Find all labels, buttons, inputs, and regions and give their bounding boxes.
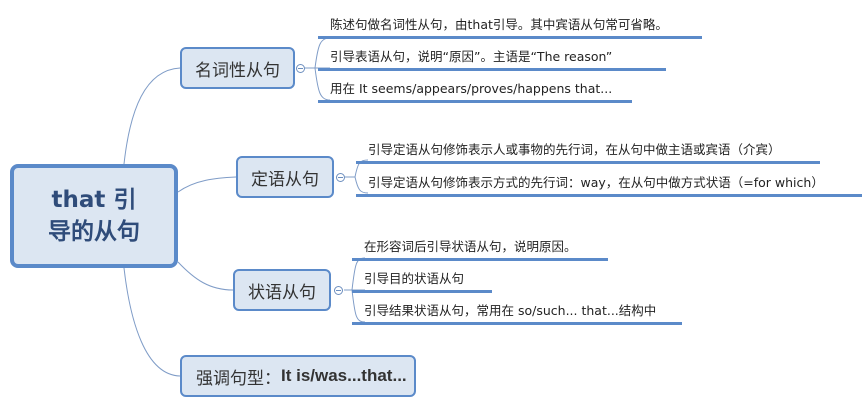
- topic-adverbial-clause[interactable]: 状语从句: [233, 269, 331, 311]
- topic-label-prefix: 强调句型：: [196, 368, 281, 389]
- topic-label-bold: It is/was...that...: [281, 366, 407, 385]
- subtopic[interactable]: 引导目的状语从句: [352, 268, 492, 293]
- central-topic-line1: that 引: [51, 187, 137, 213]
- subtopic[interactable]: 引导结果状语从句，常用在 so/such... that...结构中: [352, 300, 682, 325]
- subtopic-text: 引导定语从句修饰表示人或事物的先行词，在从句中做主语或宾语（介宾）: [368, 142, 781, 157]
- subtopic-text: 用在 It seems/appears/proves/happens that.…: [330, 81, 613, 96]
- collapse-toggle-icon[interactable]: [336, 173, 345, 182]
- subtopic[interactable]: 引导定语从句修饰表示方式的先行词：way，在从句中做方式状语（=for whic…: [356, 172, 862, 197]
- topic-label: 状语从句: [248, 282, 316, 303]
- central-topic-line2: 导的从句: [48, 219, 140, 245]
- central-topic[interactable]: that 引 导的从句: [10, 164, 178, 268]
- subtopic-text: 陈述句做名词性从句，由that引导。其中宾语从句常可省略。: [330, 17, 668, 32]
- subtopic-text: 引导定语从句修饰表示方式的先行词：way，在从句中做方式状语（=for whic…: [368, 175, 824, 190]
- subtopic[interactable]: 在形容词后引导状语从句，说明原因。: [352, 236, 608, 261]
- subtopic[interactable]: 引导定语从句修饰表示人或事物的先行词，在从句中做主语或宾语（介宾）: [356, 139, 820, 164]
- subtopic-text: 引导目的状语从句: [364, 271, 465, 286]
- subtopic-text: 在形容词后引导状语从句，说明原因。: [364, 239, 577, 254]
- topic-label: 名词性从句: [195, 60, 280, 81]
- collapse-toggle-icon[interactable]: [334, 286, 343, 295]
- subtopic-text: 引导表语从句，说明“原因”。主语是“The reason”: [330, 49, 613, 64]
- collapse-toggle-icon[interactable]: [296, 64, 305, 73]
- topic-attributive-clause[interactable]: 定语从句: [236, 156, 334, 198]
- subtopic[interactable]: 陈述句做名词性从句，由that引导。其中宾语从句常可省略。: [318, 14, 702, 39]
- subtopic[interactable]: 用在 It seems/appears/proves/happens that.…: [318, 78, 632, 103]
- topic-emphatic-sentence[interactable]: 强调句型： It is/was...that...: [180, 355, 416, 397]
- subtopic-text: 引导结果状语从句，常用在 so/such... that...结构中: [364, 303, 657, 318]
- topic-label: 定语从句: [251, 169, 319, 190]
- topic-noun-clause[interactable]: 名词性从句: [180, 47, 295, 89]
- subtopic[interactable]: 引导表语从句，说明“原因”。主语是“The reason”: [318, 46, 666, 71]
